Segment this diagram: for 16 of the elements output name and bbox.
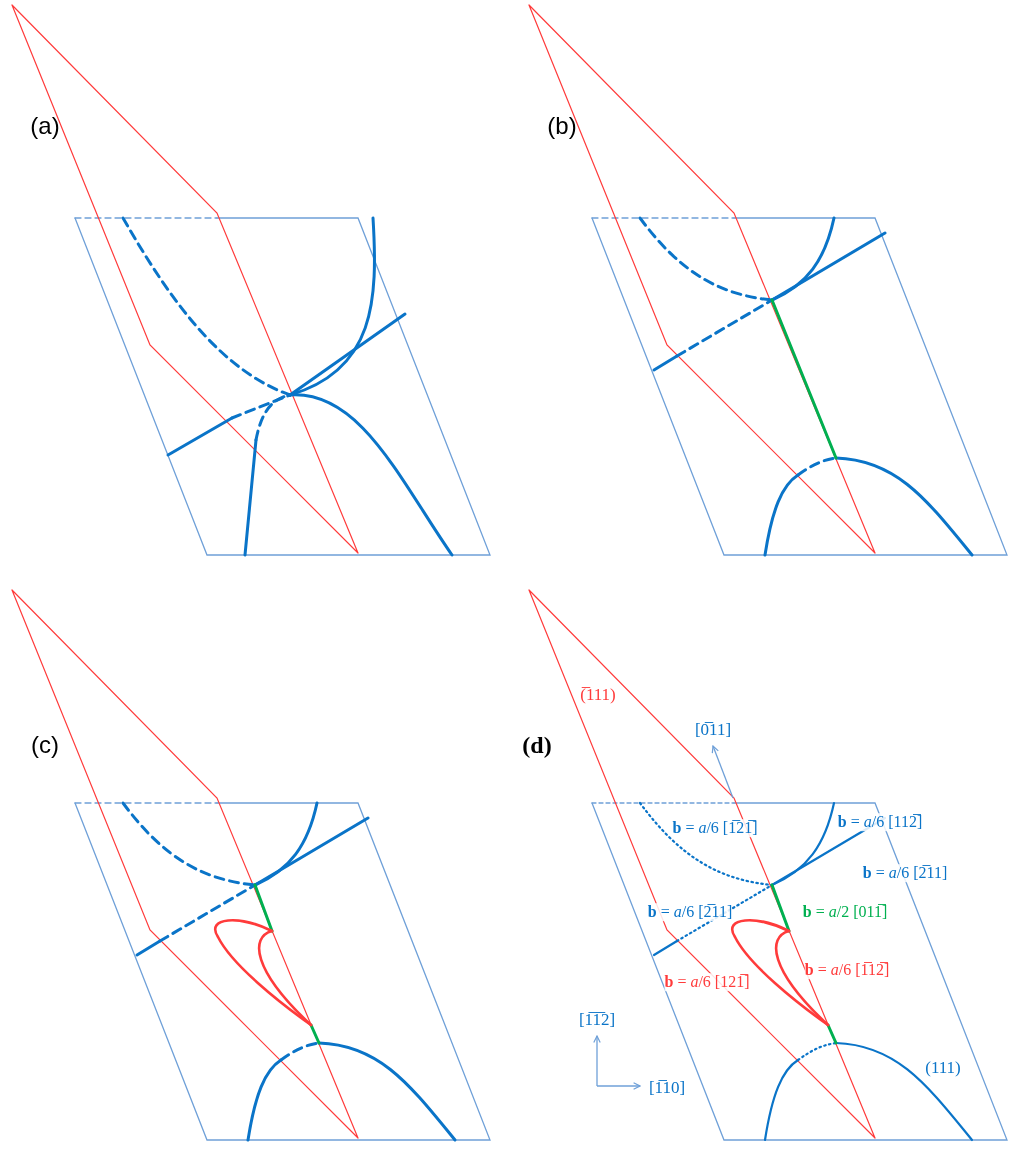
burgers-vector-label: b = a/6 [112̅] [837, 813, 923, 831]
burgers-vector-label: b = a/6 [1̅21̅] [672, 819, 758, 837]
burgers-vector-label: b = a/6 [121̅] [664, 973, 750, 991]
panel-label: (c) [31, 731, 59, 759]
burgers-vector-label: b = a/6 [1̅12̅] [804, 961, 890, 979]
burgers-vector-label: b = a/6 [2̅11] [862, 864, 948, 882]
panel-label: (d) [522, 731, 552, 759]
miller-index-label: [1̅10] [648, 1078, 686, 1098]
burgers-vector-label: b = a/2 [011̅] [802, 903, 888, 921]
miller-index-label: (111) [925, 1058, 961, 1078]
miller-index-label: (̅111) [580, 685, 616, 705]
panel-label: (a) [30, 112, 60, 140]
miller-index-label: [0̅11] [694, 720, 732, 740]
burgers-vector-label: b = a/6 [2̅11] [647, 903, 733, 921]
miller-index-label: [1̅1̅2] [578, 1010, 616, 1030]
panel-label: (b) [547, 112, 577, 140]
